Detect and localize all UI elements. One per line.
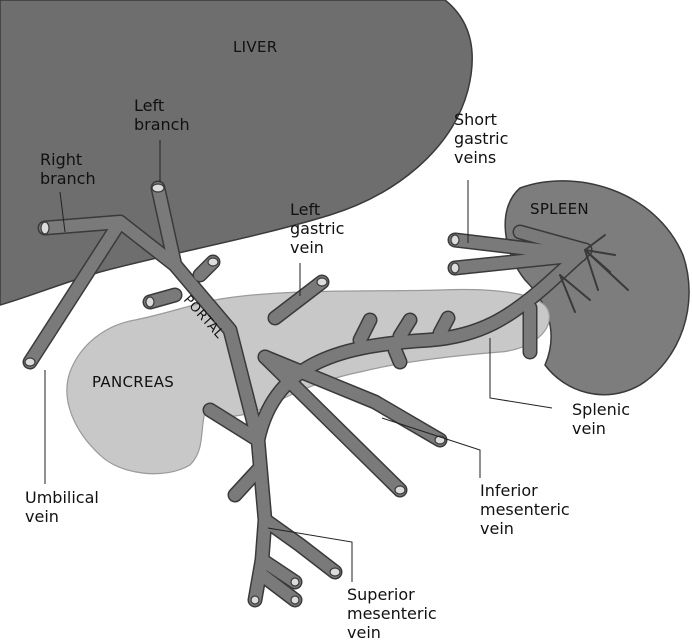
short-gastric-veins-label: Short gastric veins [454, 110, 508, 167]
left-branch-label: Left branch [134, 96, 190, 134]
superior-mesenteric-vein-label: Superior mesenteric vein [347, 585, 437, 642]
liver-label: LIVER [233, 38, 277, 56]
inferior-mesenteric-vein-label: Inferior mesenteric vein [480, 481, 570, 538]
splenic-vein-label: Splenic vein [572, 400, 630, 438]
umbilical-vein-label: Umbilical vein [25, 488, 99, 526]
right-branch-label: Right branch [40, 150, 96, 188]
pancreas-label: PANCREAS [92, 373, 174, 391]
left-gastric-vein-label: Left gastric vein [290, 200, 344, 257]
spleen-label: SPLEEN [530, 200, 589, 218]
